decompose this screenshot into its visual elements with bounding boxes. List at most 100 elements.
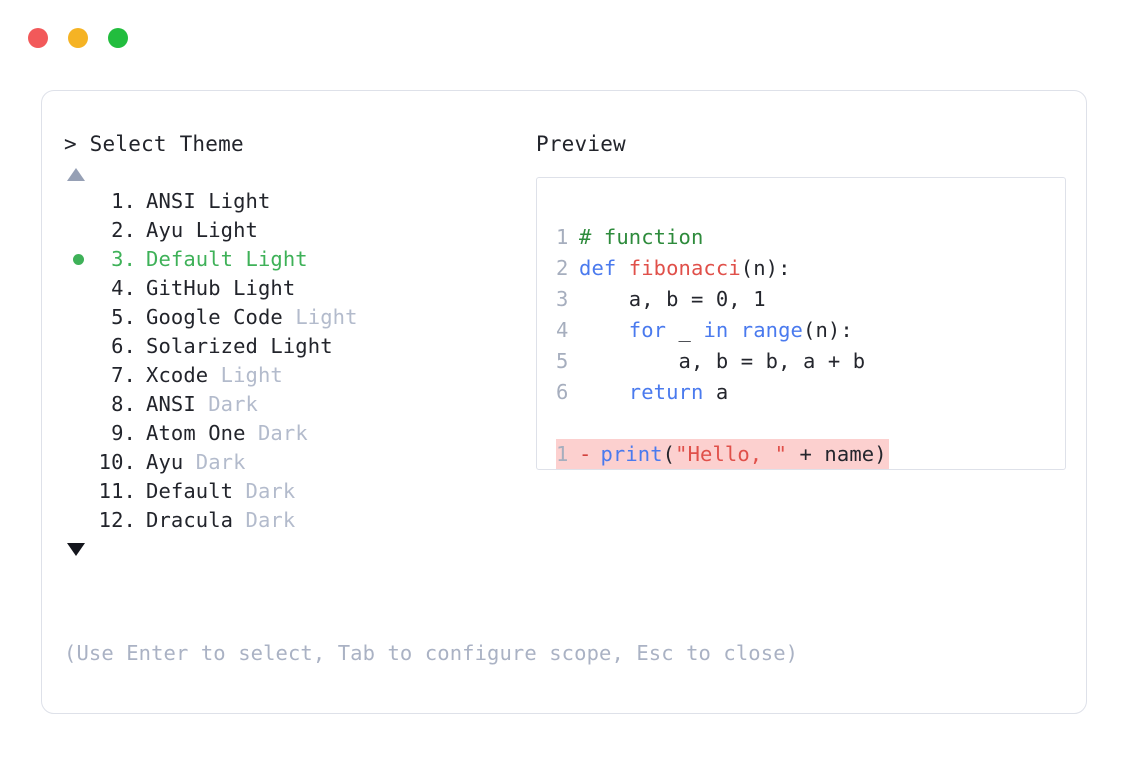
indicator-placeholder xyxy=(64,477,92,506)
theme-list-item[interactable]: 11.Default Dark xyxy=(64,477,524,506)
code-line-text: for _ in range(n): xyxy=(570,315,853,346)
scroll-down-arrow-icon[interactable] xyxy=(67,543,85,556)
theme-item-variant: Light xyxy=(208,363,283,387)
theme-item-variant: Dark xyxy=(233,508,296,532)
code-token: def xyxy=(579,256,629,280)
theme-item-variant: Dark xyxy=(183,450,246,474)
theme-item-name: Solarized Light xyxy=(146,334,333,358)
theme-item-number: 4. xyxy=(111,276,136,300)
line-number: 1 xyxy=(556,442,569,466)
line-number: 2 xyxy=(556,256,569,280)
code-token: range xyxy=(740,318,803,342)
code-token: for xyxy=(628,318,667,342)
theme-item-name: Ayu xyxy=(146,450,184,474)
theme-item-name: Atom One xyxy=(146,421,246,445)
theme-list-item[interactable]: 10. Ayu Dark xyxy=(64,448,524,477)
theme-item-number: 8. xyxy=(111,392,136,416)
theme-list-item[interactable]: 7.Xcode Light xyxy=(64,361,524,390)
code-line: 5 a, b = b, a + b xyxy=(556,346,901,377)
code-line-text: print("Hello, " + name) xyxy=(591,439,888,469)
theme-item-number: 9. xyxy=(111,421,136,445)
theme-list-item[interactable]: 9. Atom One Dark xyxy=(64,419,524,448)
code-token: in xyxy=(703,318,729,342)
theme-item-number: 3. xyxy=(111,247,136,271)
indicator-placeholder xyxy=(64,187,92,216)
code-line: 3 a, b = 0, 1 xyxy=(556,284,901,315)
code-token: return xyxy=(628,380,704,404)
minimize-button[interactable] xyxy=(68,28,88,48)
theme-list-item[interactable]: 5.Google Code Light xyxy=(64,303,524,332)
code-line: 1 # function xyxy=(556,222,901,253)
code-line: 4 for _ in range(n): xyxy=(556,315,901,346)
maximize-button[interactable] xyxy=(108,28,128,48)
code-token: fibonacci xyxy=(628,256,741,280)
indicator-placeholder xyxy=(64,332,92,361)
code-token: a, b = 0, 1 xyxy=(579,287,766,311)
line-number: 1 xyxy=(556,225,569,249)
theme-item-number: 5. xyxy=(111,305,136,329)
theme-item-name: Ayu Light xyxy=(146,218,258,242)
code-token xyxy=(579,380,629,404)
theme-item-number: 10. xyxy=(98,450,136,474)
code-line-text: def fibonacci(n): xyxy=(570,253,791,284)
theme-item-name: Dracula xyxy=(146,508,234,532)
theme-item-name: Xcode xyxy=(146,363,209,387)
theme-item-variant: Dark xyxy=(195,392,258,416)
code-token xyxy=(728,318,740,342)
theme-list-item[interactable]: 8.ANSI Dark xyxy=(64,390,524,419)
scroll-up-arrow-icon[interactable] xyxy=(67,168,85,181)
theme-item-name: GitHub Light xyxy=(146,276,296,300)
select-theme-prompt: > Select Theme xyxy=(64,132,244,156)
window-traffic-lights xyxy=(28,28,128,48)
theme-list-item[interactable]: 3.Default Light xyxy=(64,245,524,274)
code-line-text: # function xyxy=(570,222,703,253)
theme-item-variant: Dark xyxy=(245,421,308,445)
theme-item-number: 6. xyxy=(111,334,136,358)
theme-list-item[interactable]: 2.Ayu Light xyxy=(64,216,524,245)
theme-list-item[interactable]: 1.ANSI Light xyxy=(64,187,524,216)
code-line-text: a, b = b, a + b xyxy=(570,346,866,377)
indicator-placeholder xyxy=(64,419,92,448)
line-number: 5 xyxy=(556,349,569,373)
selected-indicator xyxy=(64,245,92,274)
indicator-placeholder xyxy=(64,390,92,419)
keyboard-hint: (Use Enter to select, Tab to configure s… xyxy=(64,641,799,665)
diff-sign: - xyxy=(579,442,592,466)
code-line-text: a, b = 0, 1 xyxy=(570,284,766,315)
code-line: 6 return a xyxy=(556,377,901,408)
theme-item-variant: Dark xyxy=(233,479,296,503)
close-button[interactable] xyxy=(28,28,48,48)
code-token: + name) xyxy=(787,442,887,466)
code-token: # function xyxy=(579,225,704,249)
line-number: 6 xyxy=(556,380,569,404)
theme-list-item[interactable]: 12.Dracula Dark xyxy=(64,506,524,535)
code-blank-line xyxy=(556,408,901,439)
code-token: (n): xyxy=(740,256,791,280)
code-token: "Hello, " xyxy=(675,442,788,466)
code-token: print xyxy=(600,442,663,466)
indicator-placeholder xyxy=(64,448,92,477)
theme-list-item[interactable]: 4. GitHub Light xyxy=(64,274,524,303)
theme-item-variant: Light xyxy=(282,305,358,329)
code-token: _ xyxy=(666,318,704,342)
line-number: 3 xyxy=(556,287,569,311)
theme-list-item[interactable]: 6. Solarized Light xyxy=(64,332,524,361)
indicator-placeholder xyxy=(64,274,92,303)
selected-dot-icon xyxy=(72,254,84,265)
line-number: 4 xyxy=(556,318,569,342)
indicator-placeholder xyxy=(64,506,92,535)
theme-item-number: 1. xyxy=(111,189,136,213)
code-token: ( xyxy=(662,442,676,466)
preview-column: Preview xyxy=(536,129,1066,159)
theme-item-number: 11. xyxy=(98,479,136,503)
indicator-placeholder xyxy=(64,216,92,245)
indicator-placeholder xyxy=(64,303,92,332)
code-token: a xyxy=(703,380,729,404)
